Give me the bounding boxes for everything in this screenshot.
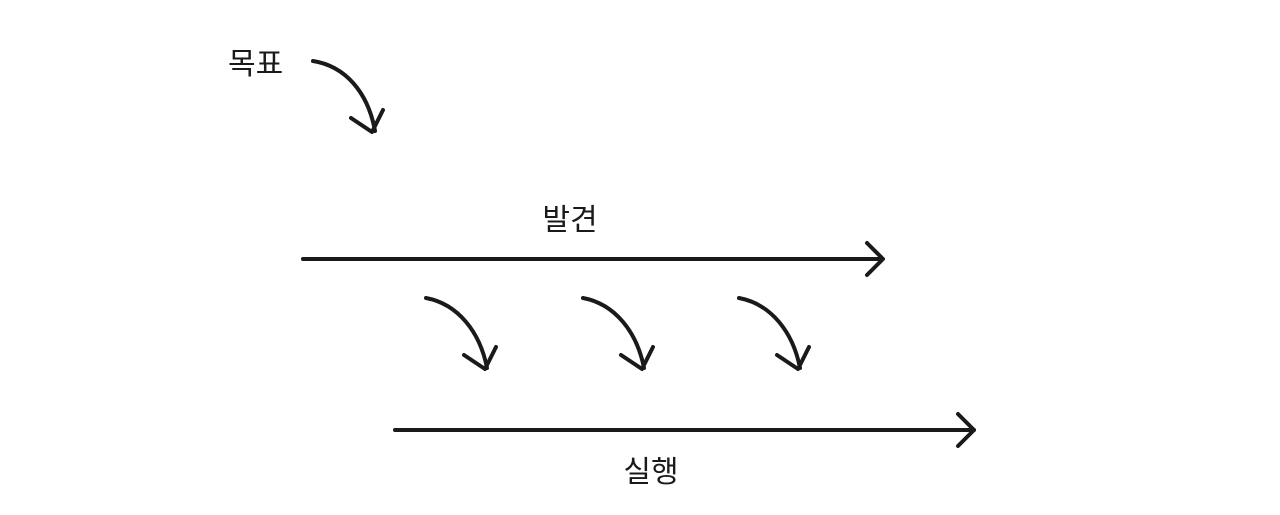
transition-curved-arrow-3 [737,296,811,371]
goal-label: 목표 [228,47,283,82]
transition-curved-arrow-1 [424,296,498,371]
discovery-arrow [301,241,885,277]
discovery-label: 발견 [542,203,597,238]
execution-label: 실행 [623,455,678,490]
transition-curved-arrow-2 [581,296,655,371]
execution-arrow [393,412,976,448]
goal-curved-arrow [311,59,385,134]
